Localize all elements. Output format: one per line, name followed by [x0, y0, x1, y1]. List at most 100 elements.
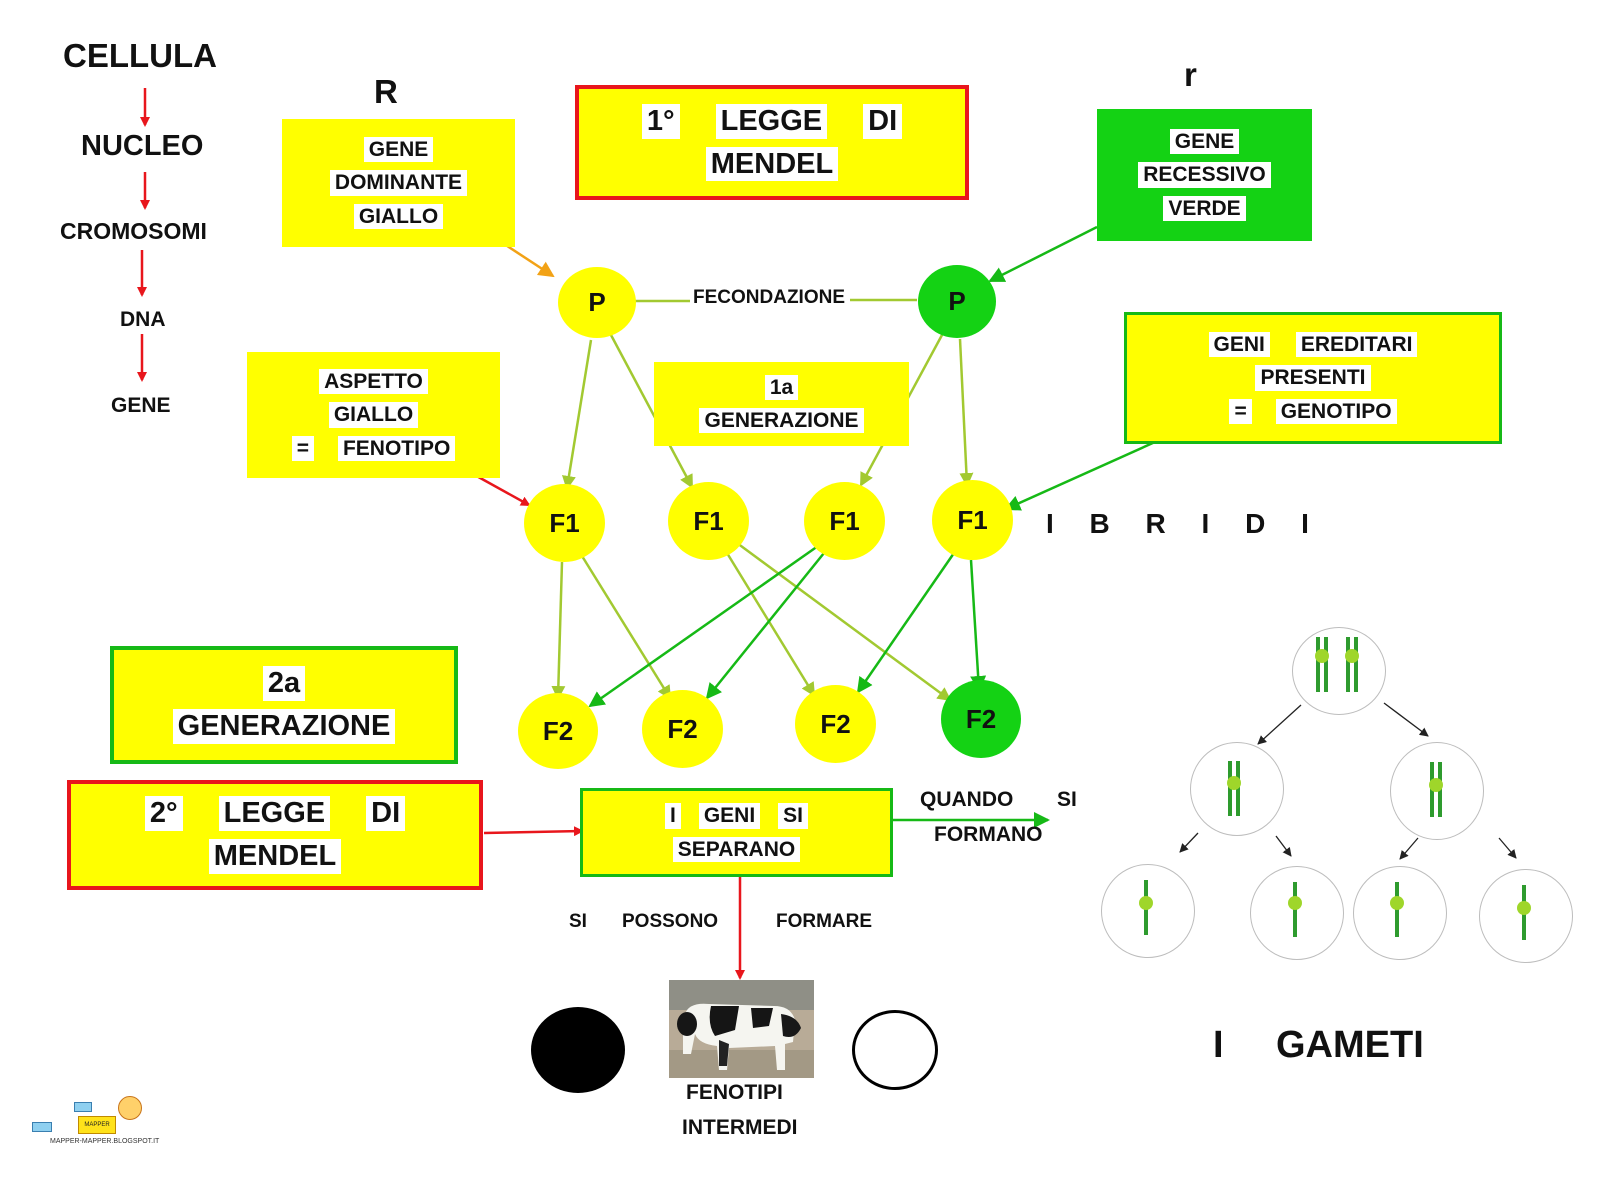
law1-word-3: DI — [863, 103, 903, 139]
dominant-line-1: GENE — [363, 137, 434, 163]
arrow-aspetto-f1 — [472, 472, 531, 507]
gamete-cell-3 — [1353, 866, 1447, 960]
genotipo-word-1: GENI — [1208, 332, 1270, 358]
genotipo-line-3: GENOTIPO — [1275, 398, 1397, 424]
arrow-f1-f2-3 — [725, 552, 816, 697]
genotipo-word-2: EREDITARI — [1295, 332, 1418, 358]
aspetto-line-2: GIALLO — [328, 402, 419, 428]
aspetto-box: ASPETTO GIALLO = FENOTIPO — [247, 352, 500, 478]
aspetto-line-3: FENOTIPO — [337, 435, 456, 461]
f2-node-1: F2 — [518, 693, 598, 769]
fenotipi-line-1: FENOTIPI — [686, 1081, 783, 1104]
arrow-f1-f2-2 — [580, 555, 672, 700]
separano-line-2: SEPARANO — [672, 836, 801, 862]
allele-recessive-label: r — [1184, 56, 1197, 93]
fenotipi-line-2: INTERMEDI — [682, 1116, 798, 1139]
law1-word-2: LEGGE — [715, 103, 828, 139]
chain-cromosomi: CROMOSOMI — [60, 218, 207, 244]
dominant-gene-box: GENE DOMINANTE GIALLO — [282, 119, 515, 247]
recessive-line-2: RECESSIVO — [1138, 162, 1271, 188]
black-phenotype-circle — [531, 1007, 625, 1093]
law2-box: 2° LEGGE DI MENDEL — [67, 780, 483, 890]
f2-node-2: F2 — [642, 690, 723, 768]
arrow-cell-split-3 — [1179, 832, 1199, 853]
second-generation-box: 2a GENERAZIONE — [110, 646, 458, 764]
law1-word-4: MENDEL — [705, 146, 839, 182]
arrow-cell-split-5 — [1399, 837, 1419, 860]
quando-word-1: QUANDO — [920, 788, 1014, 811]
parent-node-green: P — [918, 265, 996, 338]
arrow-p-f1-1 — [562, 339, 593, 490]
f1-node-3: F1 — [804, 482, 885, 560]
law2-word-2: LEGGE — [218, 796, 331, 831]
genotipo-box: GENI EREDITARI PRESENTI = GENOTIPO — [1124, 312, 1502, 444]
quando-line-2: FORMANO — [934, 823, 1043, 846]
chain-nucleo: NUCLEO — [81, 130, 204, 162]
chain-gene: GENE — [111, 394, 171, 417]
ibridi-label: I B R I D I — [1046, 508, 1323, 539]
gamete-cell-mid-right — [1390, 742, 1484, 840]
mapper-logo: MAPPER MAPPER-MAPPER.BLOGSPOT.IT — [30, 1090, 160, 1150]
recessive-gene-box: GENE RECESSIVO VERDE — [1097, 109, 1312, 241]
gamete-cell-mid-left — [1190, 742, 1284, 836]
cow-photo — [669, 980, 814, 1078]
arrow-f1-f2-6 — [705, 552, 825, 700]
chain-dna: DNA — [120, 308, 166, 331]
gen2-line-2: GENERAZIONE — [172, 709, 396, 744]
f1-node-2: F1 — [668, 482, 749, 560]
arrow-f1-f2-7 — [856, 552, 956, 694]
aspetto-equals: = — [291, 435, 314, 461]
gamete-cell-4 — [1479, 869, 1573, 963]
recessive-line-1: GENE — [1169, 129, 1240, 155]
first-generation-box: 1a GENERAZIONE — [654, 362, 909, 446]
gamete-cell-1 — [1101, 864, 1195, 958]
f2-node-4: F2 — [941, 680, 1021, 758]
gamete-cell-2 — [1250, 866, 1344, 960]
logo-box-top — [74, 1102, 92, 1112]
genotipo-equals: = — [1229, 398, 1252, 424]
arrow-cell-split-2 — [1383, 702, 1429, 737]
separano-word-2: GENI — [698, 803, 761, 829]
dominant-line-3: GIALLO — [353, 203, 444, 229]
separano-box: I GENI SI SEPARANO — [580, 788, 893, 877]
gameti-word-2: GAMETI — [1276, 1024, 1424, 1066]
arrow-f1-f2-5 — [588, 544, 819, 708]
arrow-law2-separano — [483, 826, 584, 837]
logo-box-left — [32, 1122, 52, 1132]
logo-mascot-head — [118, 1096, 142, 1120]
possono-word-1: SI — [569, 911, 587, 932]
fecondazione-label: FECONDAZIONE — [693, 287, 845, 308]
arrow-p-f1-4 — [958, 338, 974, 487]
separano-word-3: SI — [778, 803, 809, 829]
law1-word-1: 1° — [641, 103, 680, 139]
law1-box: 1° LEGGE DI MENDEL — [575, 85, 969, 200]
parent-node-yellow: P — [558, 267, 636, 338]
arrow-cell-split-1 — [1257, 704, 1302, 745]
gen1-line-2: GENERAZIONE — [699, 408, 864, 434]
recessive-line-3: VERDE — [1163, 195, 1246, 221]
gameti-word-1: I — [1213, 1024, 1224, 1066]
gen2-line-1: 2a — [262, 666, 306, 701]
dominant-line-2: DOMINANTE — [329, 170, 468, 196]
arrow-p-f1-2 — [609, 334, 694, 489]
arrow-cell-split-4 — [1275, 835, 1292, 857]
arrow-geni-f1 — [1004, 440, 1156, 511]
f1-node-1: F1 — [524, 484, 605, 562]
law2-word-4: MENDEL — [208, 839, 342, 874]
quando-word-2: SI — [1057, 788, 1077, 811]
chain-cellula: CELLULA — [63, 37, 217, 74]
arrow-cell-split-6 — [1498, 837, 1517, 859]
separano-word-1: I — [664, 803, 681, 829]
f1-node-4: F1 — [932, 480, 1013, 560]
possono-word-3: FORMARE — [776, 911, 873, 932]
allele-dominant-label: R — [374, 73, 398, 110]
logo-text: MAPPER-MAPPER.BLOGSPOT.IT — [50, 1138, 160, 1145]
arrow-recessive-p — [988, 225, 1098, 283]
law2-word-3: DI — [366, 796, 406, 831]
arrow-f1-f2-8 — [969, 559, 987, 692]
genotipo-line-2: PRESENTI — [1255, 365, 1371, 391]
f2-node-3: F2 — [795, 685, 876, 763]
aspetto-line-1: ASPETTO — [319, 369, 428, 395]
law2-word-1: 2° — [144, 796, 183, 831]
